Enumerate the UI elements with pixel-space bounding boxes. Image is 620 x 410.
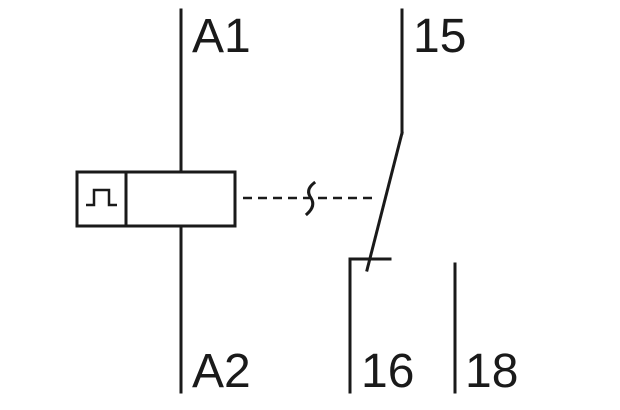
terminal-a1-label: A1 [192, 10, 251, 63]
terminal-a2-label: A2 [192, 345, 251, 398]
timer-function-box [75, 170, 128, 228]
terminal-18-label: 18 [465, 345, 518, 398]
terminal-15-label: 15 [413, 10, 466, 63]
terminal-16-label: 16 [361, 345, 414, 398]
relay-coil [124, 170, 237, 228]
time-delay-tilde-icon [304, 180, 317, 217]
pulse-waveform-icon [86, 188, 117, 207]
switch-blade [365, 131, 404, 272]
